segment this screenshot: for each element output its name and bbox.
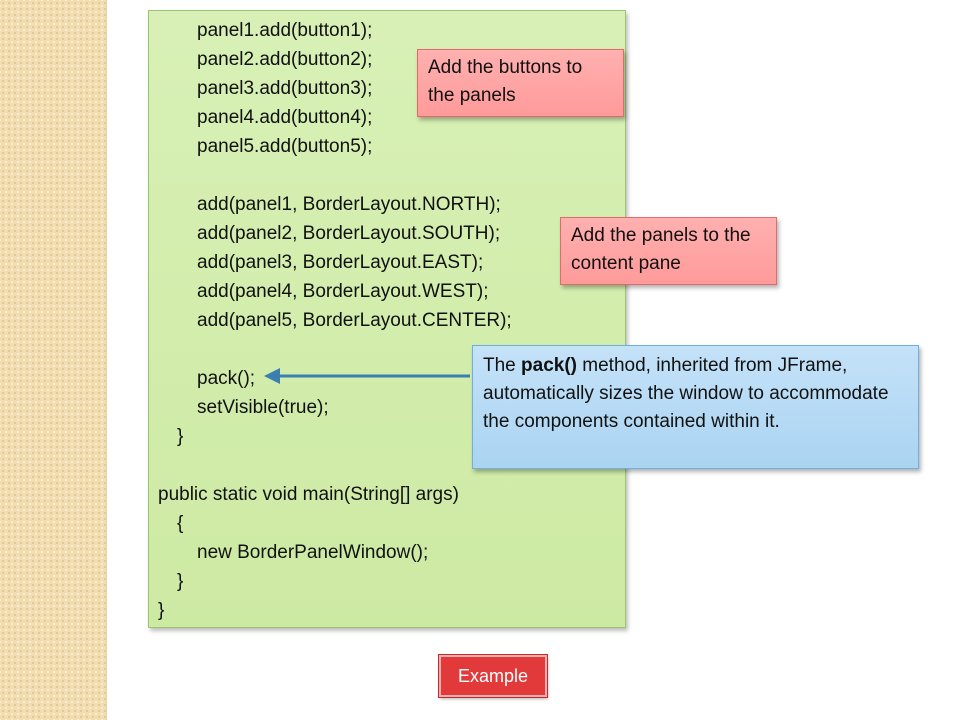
code-line: add(panel3, BorderLayout.EAST); <box>197 252 484 273</box>
arrow-head-icon <box>264 368 280 384</box>
code-line: add(panel4, BorderLayout.WEST); <box>197 281 489 302</box>
decorative-side-strip <box>0 0 107 720</box>
code-line: } <box>177 426 184 447</box>
code-line: add(panel2, BorderLayout.SOUTH); <box>197 223 501 244</box>
code-line: panel2.add(button2); <box>197 49 373 70</box>
code-line: pack(); <box>197 368 256 389</box>
code-line: setVisible(true); <box>197 397 329 418</box>
example-button[interactable]: Example <box>438 654 548 698</box>
callout-pack-method: The pack() method, inherited from JFrame… <box>472 345 919 469</box>
code-line: public static void main(String[] args) <box>158 484 459 505</box>
code-line: } <box>177 571 184 592</box>
code-line: new BorderPanelWindow(); <box>197 542 429 563</box>
callout-pack-keyword: pack() <box>521 355 577 376</box>
code-line: add(panel5, BorderLayout.CENTER); <box>197 310 512 331</box>
code-line: } <box>158 600 165 621</box>
code-line: panel4.add(button4); <box>197 107 373 128</box>
callout-add-panels: Add the panels to the content pane <box>560 217 777 285</box>
code-line: panel3.add(button3); <box>197 78 373 99</box>
callout-add-buttons: Add the buttons to the panels <box>417 49 624 117</box>
code-line: panel1.add(button1); <box>197 20 373 41</box>
code-line: { <box>177 513 184 534</box>
callout-pack-suffix: method, inherited from JFrame, automatic… <box>483 355 889 432</box>
callout-pack-prefix: The <box>483 355 522 376</box>
code-line: panel5.add(button5); <box>197 136 373 157</box>
code-line: add(panel1, BorderLayout.NORTH); <box>197 194 501 215</box>
